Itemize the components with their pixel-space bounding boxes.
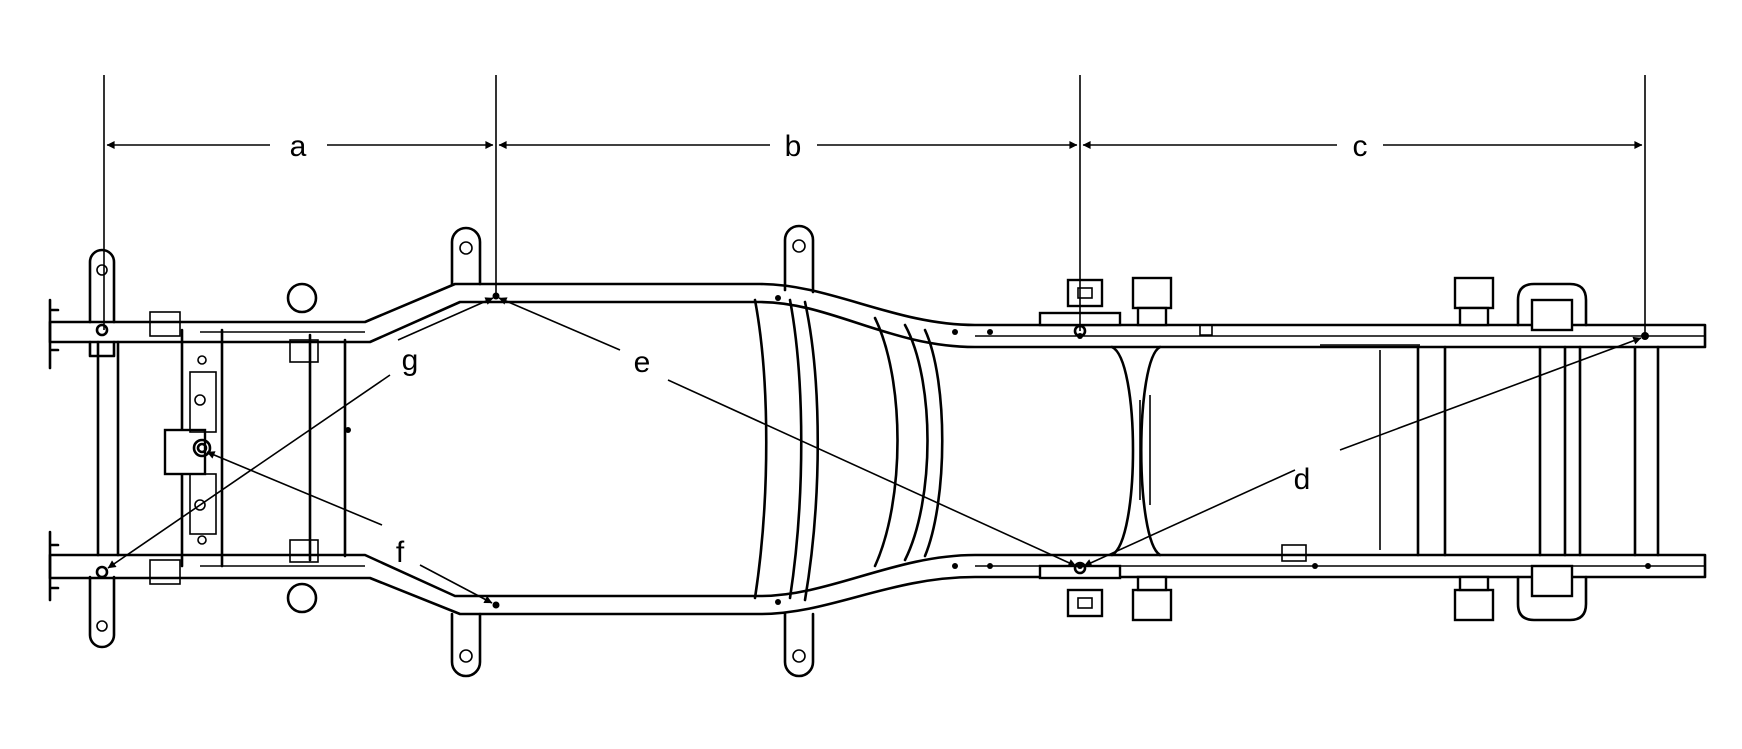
dimension-f	[206, 451, 493, 604]
label-a: a	[290, 130, 307, 163]
label-g: g	[402, 344, 419, 377]
frame-outline	[48, 282, 1707, 616]
label-f: f	[396, 536, 405, 569]
reference-points	[95, 292, 1649, 609]
label-e: e	[634, 346, 651, 379]
ref-point-front-center	[196, 442, 208, 454]
extension-lines	[103, 75, 1646, 336]
dimension-d	[1083, 336, 1642, 567]
label-b: b	[785, 130, 802, 163]
ref-point-center-lower	[1073, 561, 1087, 575]
upper-brackets	[48, 224, 1588, 370]
label-d: d	[1294, 463, 1311, 496]
ref-point-lower-mid	[492, 601, 500, 609]
ref-point-front-lower	[95, 565, 109, 579]
dimension-g	[107, 297, 494, 569]
gauge-holes	[345, 295, 1651, 605]
lower-brackets	[48, 530, 1588, 678]
label-c: c	[1353, 130, 1368, 163]
dimension-labels: a b c d e f g	[290, 130, 1368, 569]
ref-point-front-upper	[95, 323, 109, 337]
front-suspension-detail	[149, 282, 1307, 614]
dimension-e	[498, 297, 1077, 567]
